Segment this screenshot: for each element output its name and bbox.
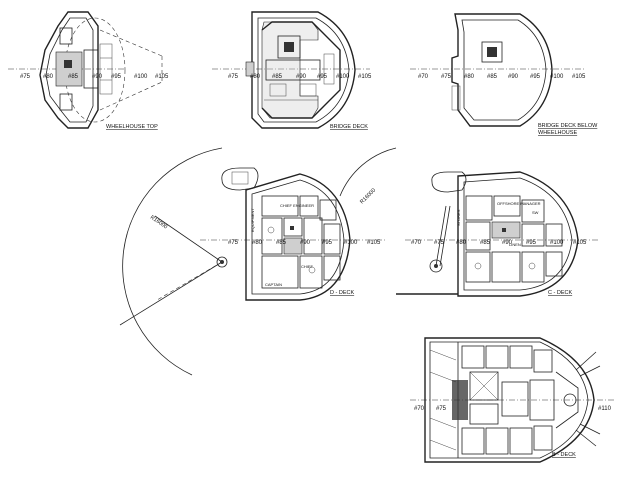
radius-label-right: R16000 <box>359 188 377 206</box>
room-captain: CAPTAIN <box>265 282 282 287</box>
b-frame-75: #75 <box>436 406 447 412</box>
bridge-frame-85: #85 <box>272 74 283 80</box>
view-title-bridge-deck-below-2: WHEELHOUSE <box>538 130 577 136</box>
room-linen: LINEN <box>509 242 521 247</box>
bridge-frame-95: #95 <box>317 74 328 80</box>
below-frame-70: #70 <box>418 74 429 80</box>
below-frame-80: #80 <box>464 74 475 80</box>
below-frame-105: #105 <box>572 74 586 80</box>
frame-label-95: #95 <box>111 74 122 80</box>
d-frame-80: #80 <box>252 240 263 246</box>
room-offshore-manager: OFFSHORE MANAGER <box>497 201 541 206</box>
c-frame-75: #75 <box>434 240 445 246</box>
c-frame-95: #95 <box>526 240 537 246</box>
b-deck-view: #70 #75 #110 B - DECK <box>410 337 615 463</box>
c-frame-100: #100 <box>550 240 564 246</box>
room-chief-engineer: CHIEF ENGINEER <box>280 203 314 208</box>
c-frame-85: #85 <box>480 240 491 246</box>
d-deck-view: R16000 R16000 CHIEF ENGINEER CHIEF CAPTA… <box>119 147 397 376</box>
c-deck-view: OFFSHORE MANAGER LINEN STORES SW #70 #75… <box>396 171 600 297</box>
c-frame-105: #105 <box>573 240 587 246</box>
view-title-d-deck: D - DECK <box>330 290 354 296</box>
room-stores: STORES <box>456 209 461 226</box>
b-frame-70: #70 <box>414 406 425 412</box>
view-title-bridge-deck-below-1: BRIDGE DECK BELOW <box>538 123 598 129</box>
frame-label-85: #85 <box>68 74 79 80</box>
room-equipment: EQUIPMENT <box>250 208 255 232</box>
below-frame-95: #95 <box>530 74 541 80</box>
below-frame-90: #90 <box>508 74 519 80</box>
bridge-frame-75: #75 <box>228 74 239 80</box>
c-frame-80: #80 <box>456 240 467 246</box>
room-sw: SW <box>532 210 539 215</box>
below-frame-100: #100 <box>550 74 564 80</box>
view-title-bridge-deck: BRIDGE DECK <box>330 124 368 130</box>
bridge-frame-80: #80 <box>250 74 261 80</box>
frame-label-75: #75 <box>20 74 31 80</box>
bridge-frame-90: #90 <box>296 74 307 80</box>
c-frame-90: #90 <box>502 240 513 246</box>
frame-label-80: #80 <box>43 74 54 80</box>
bridge-frame-100: #100 <box>336 74 350 80</box>
d-frame-85: #85 <box>276 240 287 246</box>
frame-label-105: #105 <box>155 74 169 80</box>
d-frame-75: #75 <box>228 240 239 246</box>
bridge-deck-below-view: #70 #75 #80 #85 #90 #95 #100 #105 BRIDGE… <box>410 13 598 136</box>
below-frame-75: #75 <box>441 74 452 80</box>
frame-label-100: #100 <box>134 74 148 80</box>
radius-label-left: R16000 <box>149 215 168 231</box>
room-chief: CHIEF <box>301 264 314 269</box>
d-frame-100: #100 <box>344 240 358 246</box>
d-frame-95: #95 <box>322 240 333 246</box>
wheelhouse-top-view: #75 #80 #85 #90 #95 #100 #105 WHEELHOUSE… <box>8 11 169 130</box>
frame-label-90: #90 <box>92 74 103 80</box>
b-frame-110: #110 <box>598 406 612 412</box>
d-frame-105: #105 <box>367 240 381 246</box>
view-title-c-deck: C - DECK <box>548 290 572 296</box>
d-frame-90: #90 <box>300 240 311 246</box>
view-title-wheelhouse-top: WHEELHOUSE TOP <box>106 124 158 130</box>
bridge-deck-view: #75 #80 #85 #90 #95 #100 #105 BRIDGE DEC… <box>212 11 372 130</box>
view-title-b-deck: B - DECK <box>552 452 576 458</box>
below-frame-85: #85 <box>487 74 498 80</box>
bridge-frame-105: #105 <box>358 74 372 80</box>
c-frame-70: #70 <box>411 240 422 246</box>
